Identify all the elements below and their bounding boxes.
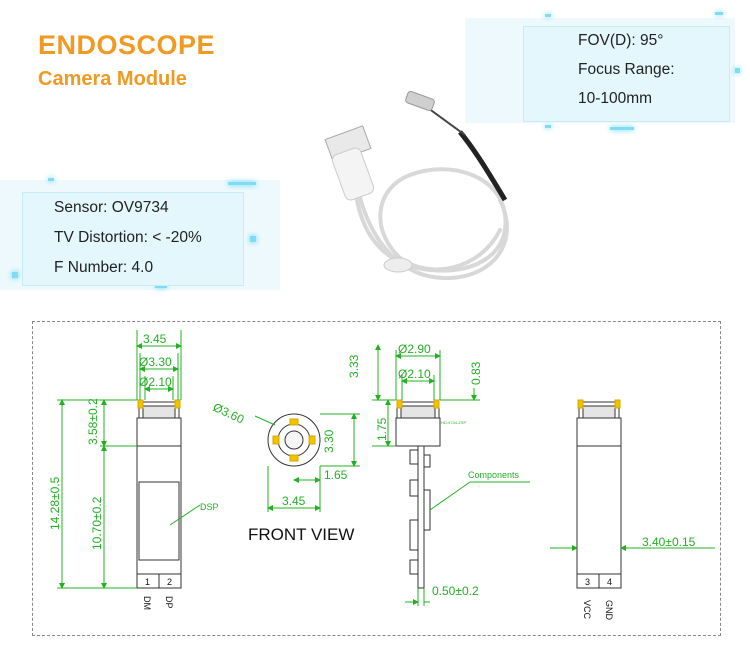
sparkle [250,236,256,242]
sparkle [48,178,54,181]
sparkle [610,127,634,130]
drawing-frame [32,321,721,636]
dim-dia-2-10-b: Ø2.10 [398,367,431,381]
label-dsp: DSP [200,502,219,512]
sparkle [735,68,740,73]
pin-4: 4 [607,577,612,587]
pin-1: 1 [145,577,150,587]
dim-dia-3-30: Ø3.30 [139,355,172,369]
sparkle [545,14,551,17]
page-title: ENDOSCOPE [38,30,216,60]
side-view-middle [395,399,441,589]
dim-0-50: 0.50±0.2 [432,584,479,598]
dim-dia-2-90: Ø2.90 [398,342,431,356]
sparkle [12,272,18,278]
spec-distortion: TV Distortion: < -20% [54,229,202,246]
pin-3: 3 [585,577,590,587]
dim-1-65: 1.65 [324,468,348,482]
dim-dia-3-60: Ø3.60 [211,400,247,427]
spec-focus-range-value: 10-100mm [578,90,653,107]
front-view [267,413,321,467]
dim-3-33: 3.33 [347,354,361,378]
dim-1-75: 1.75 [375,417,389,441]
usb-cable-illustration [324,90,509,281]
dim-3-45-front: 3.45 [282,494,306,508]
spec-box-right [523,26,730,122]
spec-focus-range-label: Focus Range: [578,61,675,78]
pin-vcc: VCC [582,600,592,620]
spec-sensor: Sensor: OV9734 [54,199,169,216]
sparkle [715,12,723,15]
sparkle [155,285,167,288]
side-view-left [136,399,182,589]
dim-3-40: 3.40±0.15 [642,535,696,549]
dim-3-30-front: 3.30 [322,429,336,453]
spec-f-number: F Number: 4.0 [54,259,154,276]
spec-box-left [22,192,244,286]
dim-10-70: 10.70±0.2 [90,496,104,550]
dim-0-83: 0.83 [469,361,483,385]
pin-2: 2 [167,577,172,587]
pin-dp: DP [164,596,174,609]
dim-dia-2-10-a: Ø2.10 [139,375,172,389]
side-view-right [576,399,622,589]
spec-fov: FOV(D): 95° [578,32,664,49]
pin-dm: DM [142,596,152,610]
sparkle [545,125,551,128]
label-components: Components [468,470,520,480]
page-subtitle: Camera Module [38,68,187,90]
dim-3-45-top: 3.45 [143,332,167,346]
label-chip: HD-9734-ZSP [441,420,466,425]
dim-3-58: 3.58±0.2 [86,398,100,445]
sparkle [228,182,256,185]
dim-14-28: 14.28±0.5 [48,476,62,530]
front-view-label: FRONT VIEW [248,525,355,544]
pin-gnd: GND [604,600,614,621]
